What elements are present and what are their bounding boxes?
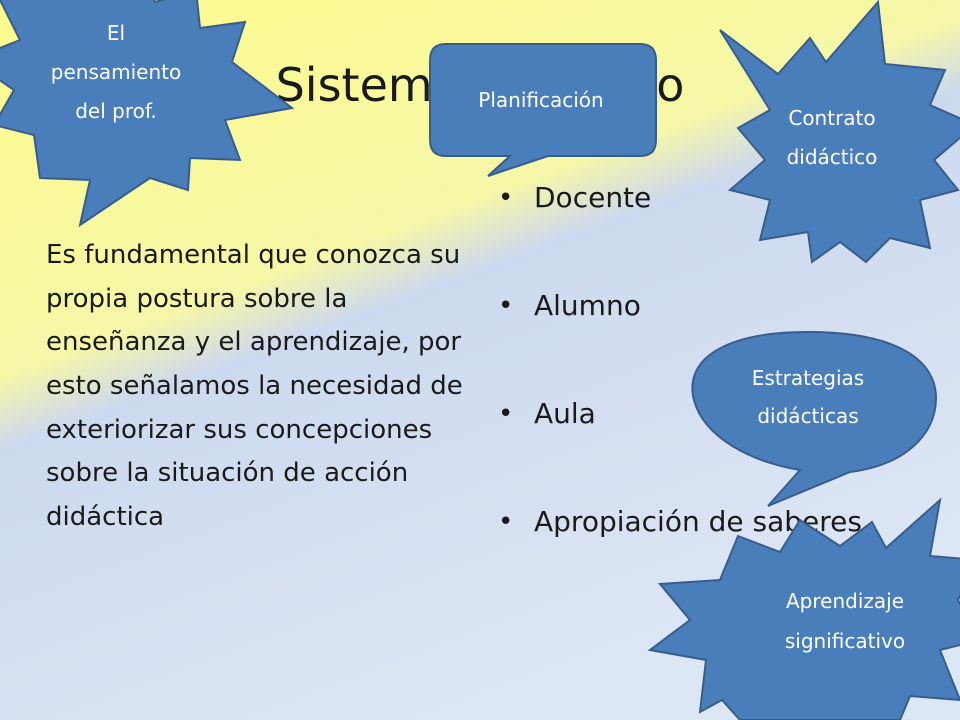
- starburst-shape: [0, 0, 295, 228]
- bullet-list: Docente Alumno Aula Apropiación de saber…: [496, 170, 862, 602]
- callout-contrato: Contrato didáctico: [719, 0, 960, 264]
- callout-pensamiento-line-1: El: [107, 21, 125, 45]
- bullet-alumno: Alumno: [496, 278, 862, 386]
- callout-contrato-line-1: Contrato: [788, 106, 875, 130]
- callout-aprendizaje-line-1: Aprendizaje: [786, 589, 904, 613]
- speech-bubble-shape: [429, 43, 657, 177]
- callout-contrato-line-2: didáctico: [787, 145, 878, 169]
- callout-aprendizaje-line-2: significativo: [785, 629, 905, 653]
- callout-aprendizaje: Aprendizaje significativo: [647, 497, 960, 720]
- callout-planificacion-label: Planificación: [478, 88, 603, 112]
- callout-estrategias: Estrategias didácticas: [691, 330, 938, 507]
- callout-pensamiento-line-3: del prof.: [75, 99, 157, 123]
- callout-estrategias-line-1: Estrategias: [752, 366, 864, 390]
- bullet-aula: Aula: [496, 386, 862, 494]
- starburst-shape: [647, 497, 960, 720]
- callout-estrategias-line-2: didácticas: [757, 404, 858, 428]
- body-paragraph: Es fundamental que conozca su propia pos…: [46, 240, 463, 533]
- starburst-shape: [719, 0, 960, 264]
- oval-bubble-shape: [691, 330, 938, 507]
- bullet-docente: Docente: [496, 170, 862, 278]
- callout-pensamiento-line-2: pensamiento: [51, 60, 181, 84]
- callout-pensamiento: El pensamiento del prof.: [0, 0, 295, 228]
- callout-planificacion: Planificación: [429, 43, 657, 177]
